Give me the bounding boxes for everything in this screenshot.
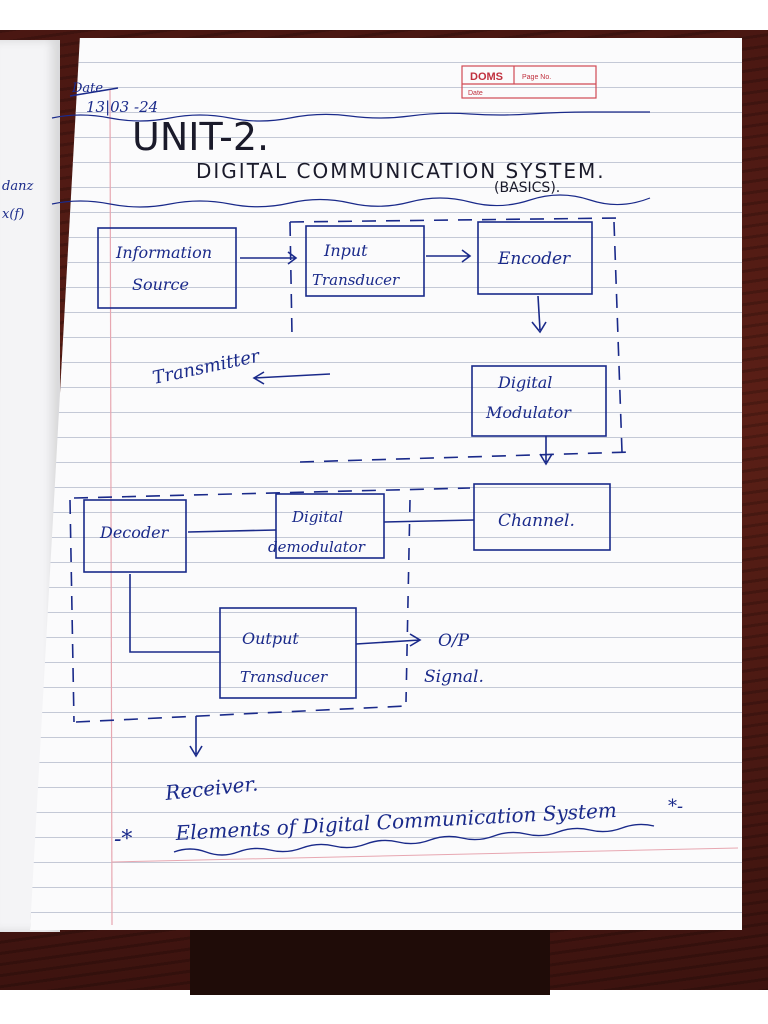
transmitter-boundary-right [613, 221, 623, 453]
block-decoder: Decoder [83, 499, 187, 573]
diagram-caption: -* Elements of Digital Communication Sys… [114, 796, 683, 856]
block-digital-modulator: Digital Modulator [471, 365, 607, 437]
digital-demodulator-line1: Digital [291, 508, 343, 526]
block-channel: Channel. [473, 483, 611, 551]
line-demodulator-to-decoder [187, 529, 277, 533]
date-field-label: Date [468, 90, 483, 97]
line-decoder-to-output [129, 574, 220, 653]
receiver-boundary-top [73, 487, 471, 499]
left-page-fragment-1: danz [2, 179, 33, 194]
page-no-label: Page No. [522, 74, 551, 81]
information-source-line2: Source [132, 275, 189, 294]
receiver-boundary-right [405, 499, 411, 703]
doms-logo: DOMS [470, 71, 503, 83]
receiver-label: Receiver. [163, 771, 259, 805]
op-signal-line2: Signal. [424, 667, 484, 687]
output-transducer-line1: Output [242, 629, 299, 648]
header-wavy-line [51, 111, 650, 122]
input-transducer-line2: Transducer [312, 271, 400, 289]
doms-header-stamp: DOMS Page No. Date [461, 65, 597, 99]
input-transducer-line1: Input [323, 241, 368, 260]
channel-label: Channel. [498, 511, 575, 531]
transmitter-boundary-top [289, 217, 621, 223]
left-page-fragment-2: x(f) [2, 207, 24, 222]
arrow-source-to-input [240, 251, 298, 265]
caption-wavy-underline [173, 823, 655, 856]
information-source-line1: Information [115, 243, 212, 262]
margin-line [109, 89, 113, 926]
transmitter-arrow [252, 371, 331, 385]
subject-subtitle: (BASICS). [494, 180, 560, 196]
transmitter-boundary-left [289, 221, 293, 336]
op-signal-line1: O/P [438, 631, 470, 651]
transmitter-boundary-bottom [299, 451, 633, 463]
arrow-modulator-to-channel [539, 436, 553, 466]
block-input-transducer: Input Transducer [305, 225, 425, 297]
caption-text: Elements of Digital Communication System [174, 798, 617, 845]
right-notebook-page [30, 38, 742, 930]
encoder-label: Encoder [497, 249, 571, 269]
digital-demodulator-line2: demodulator [268, 538, 366, 556]
receiver-arrow [189, 716, 203, 758]
output-transducer-line2: Transducer [240, 668, 328, 686]
receiver-boundary-left [69, 499, 75, 723]
digital-modulator-line2: Modulator [485, 403, 572, 422]
block-information-source: Information Source [97, 227, 237, 309]
arrow-output-to-signal [355, 633, 422, 647]
receiver-boundary-bottom [75, 705, 407, 723]
arrow-encoder-to-modulator [531, 295, 547, 334]
transmitter-label: Transmitter [151, 345, 263, 388]
title-wavy-line [51, 194, 651, 208]
subject-title: DIGITAL COMMUNICATION SYSTEM. [196, 159, 606, 183]
block-digital-demodulator: Digital demodulator [268, 493, 385, 559]
decoder-label: Decoder [99, 523, 170, 542]
arrow-input-to-encoder [426, 249, 472, 263]
unit-title: UNIT-2. [132, 115, 269, 159]
digital-modulator-line1: Digital [497, 373, 552, 392]
date-value: 13|03 -24 [86, 98, 158, 116]
caption-trail: *- [668, 796, 683, 817]
line-channel-to-demodulator [383, 519, 475, 523]
caption-lead: -* [114, 827, 132, 852]
bottom-margin-line [111, 847, 739, 863]
block-output-transducer: Output Transducer [219, 607, 357, 699]
block-encoder: Encoder [477, 221, 593, 295]
